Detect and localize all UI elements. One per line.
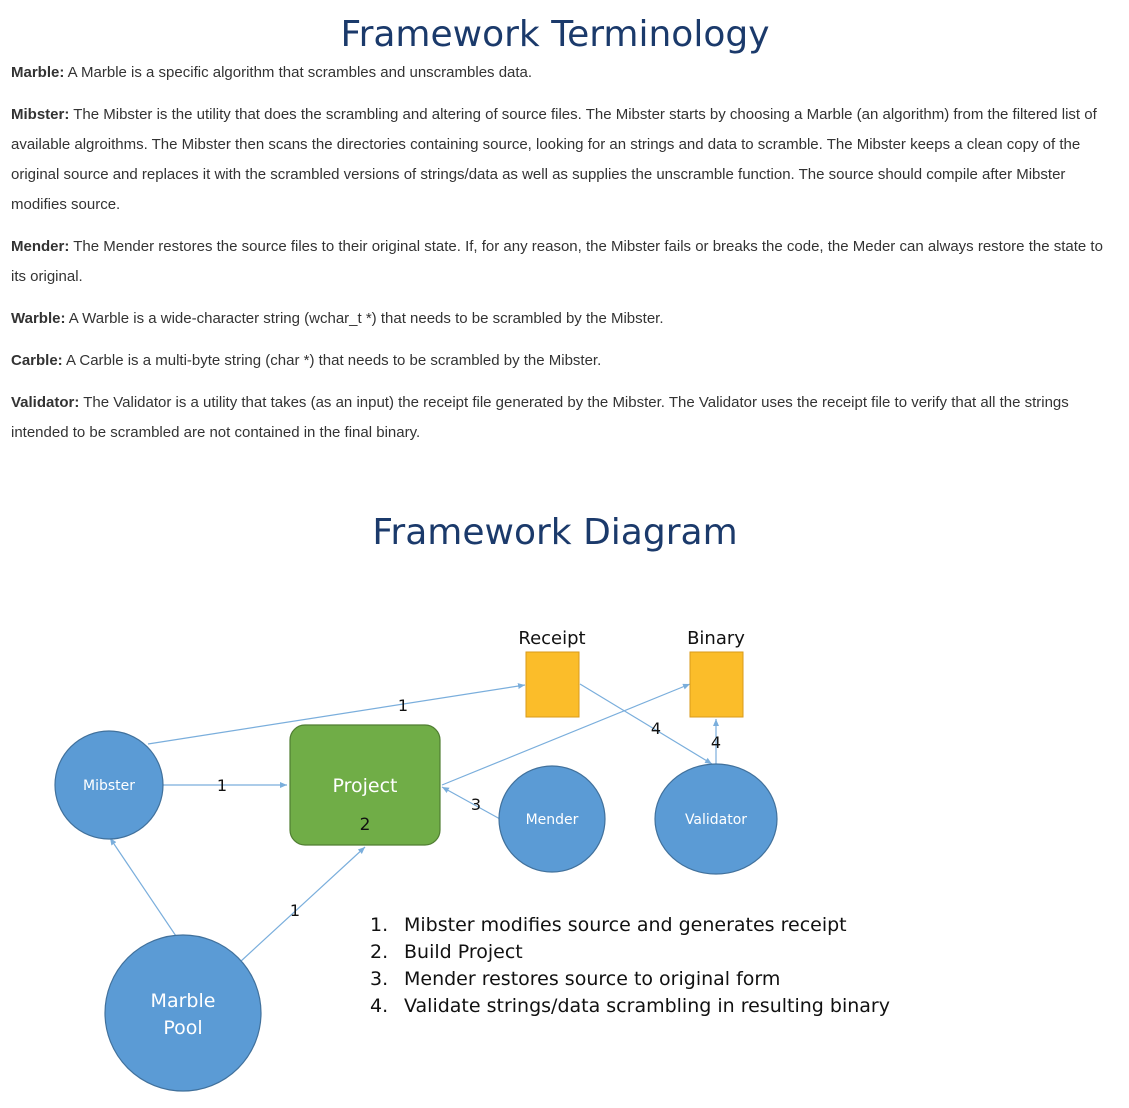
term-definition: A Carble is a multi-byte string (char *)… — [62, 352, 602, 369]
term-mender: Mender: The Mender restores the source f… — [11, 232, 1111, 292]
term-name: Mender: — [11, 238, 70, 255]
validator-label: Validator — [685, 812, 747, 828]
term-marble: Marble: A Marble is a specific algorithm… — [11, 58, 1111, 88]
terminology-title: Framework Terminology — [340, 14, 770, 55]
edge-label: 4 — [651, 719, 661, 738]
edge-pool-to-project — [239, 846, 366, 963]
binary-file — [689, 651, 744, 718]
step-item: 3. Mender restores source to original for… — [370, 966, 890, 993]
marble-pool-label-line2: Pool — [163, 1017, 202, 1039]
validator-node: Validator — [654, 763, 778, 875]
project-label: Project — [332, 775, 397, 797]
receipt-file — [525, 651, 580, 718]
step-number: 1. — [370, 914, 389, 936]
step-number: 3. — [370, 968, 389, 990]
term-definition: The Mender restores the source files to … — [11, 238, 1103, 285]
term-validator: Validator: The Validator is a utility th… — [11, 388, 1111, 448]
mender-label: Mender — [526, 812, 579, 828]
step-text: Mender restores source to original form — [404, 968, 781, 990]
term-name: Mibster: — [11, 106, 70, 123]
diagram-title: Framework Diagram — [372, 512, 738, 553]
term-name: Marble: — [11, 64, 65, 81]
edge-mender-to-project — [441, 786, 501, 820]
project-node: Project 2 — [289, 724, 441, 846]
terminology-list: Marble: A Marble is a specific algorithm… — [11, 58, 1111, 460]
step-number: 4. — [370, 995, 389, 1017]
edge-label: 1 — [290, 901, 300, 920]
edge-pool-to-mibster — [109, 837, 181, 943]
term-name: Carble: — [11, 352, 63, 369]
term-warble: Warble: A Warble is a wide-character str… — [11, 304, 1111, 334]
edge-mibster-to-receipt — [147, 683, 526, 745]
mibster-node: Mibster — [54, 730, 164, 840]
term-carble: Carble: A Carble is a multi-byte string … — [11, 346, 1111, 376]
project-step: 2 — [360, 815, 371, 835]
edge-label: 3 — [471, 795, 481, 814]
step-item: 1. Mibster modifies source and generates … — [370, 912, 890, 939]
term-definition: A Marble is a specific algorithm that sc… — [64, 64, 533, 81]
term-name: Validator: — [11, 394, 80, 411]
mender-node: Mender — [498, 765, 606, 873]
step-text: Validate strings/data scrambling in resu… — [404, 995, 890, 1017]
step-text: Mibster modifies source and generates re… — [404, 914, 847, 936]
step-item: 2. Build Project — [370, 939, 890, 966]
receipt-label: Receipt — [518, 628, 585, 649]
term-definition: A Warble is a wide-character string (wch… — [65, 310, 664, 327]
mibster-label: Mibster — [83, 778, 135, 794]
marble-pool-node: Marble Pool — [104, 934, 262, 1092]
marble-pool-label-line1: Marble — [151, 990, 216, 1012]
edge-project-to-binary — [441, 683, 691, 786]
step-text: Build Project — [404, 941, 523, 963]
term-definition: The Mibster is the utility that does the… — [11, 106, 1097, 213]
edge-receipt-to-validator — [579, 683, 713, 765]
step-item: 4. Validate strings/data scrambling in re… — [370, 993, 890, 1020]
term-definition: The Validator is a utility that takes (a… — [11, 394, 1069, 441]
edge-label: 4 — [711, 733, 721, 752]
binary-label: Binary — [687, 628, 745, 649]
step-number: 2. — [370, 941, 389, 963]
edge-label: 1 — [217, 776, 227, 795]
steps-list: 1. Mibster modifies source and generates … — [370, 912, 890, 1020]
edge-label: 1 — [398, 696, 408, 715]
term-mibster: Mibster: The Mibster is the utility that… — [11, 100, 1111, 220]
term-name: Warble: — [11, 310, 66, 327]
